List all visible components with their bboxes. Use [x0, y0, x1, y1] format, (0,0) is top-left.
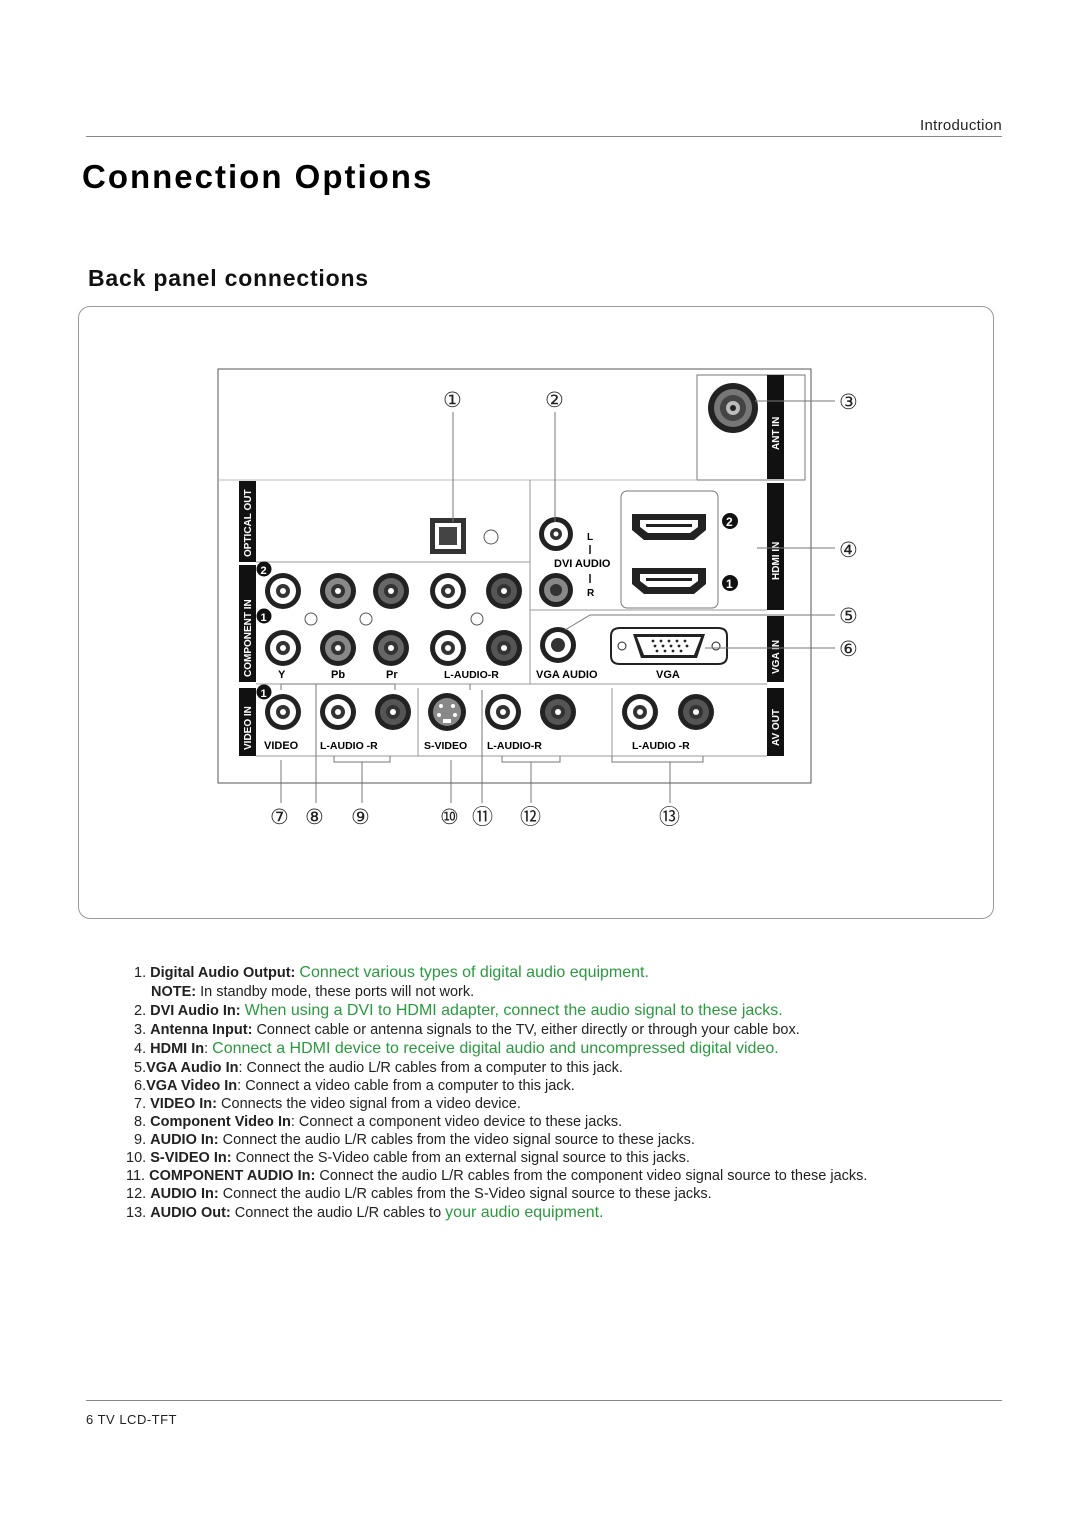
- connection-descriptions: 1. Digital Audio Output: Connect various…: [126, 963, 1014, 1223]
- desc-item-10: 10. S-VIDEO In: Connect the S-Video cabl…: [126, 1149, 1014, 1167]
- desc-num: 7.: [134, 1096, 147, 1112]
- desc-item-7: 7. VIDEO In: Connects the video signal f…: [134, 1095, 1014, 1113]
- desc-num: 10.: [126, 1150, 147, 1166]
- desc-item-2: 2. DVI Audio In: When using a DVI to HDM…: [134, 1001, 1014, 1021]
- desc-term: Digital Audio Output:: [150, 965, 296, 981]
- desc-term: VGA Audio In: [146, 1060, 239, 1076]
- header-divider: [86, 136, 1002, 137]
- desc-num: 9.: [134, 1132, 147, 1148]
- desc-item-1: 1. Digital Audio Output: Connect various…: [134, 963, 1014, 983]
- desc-term: HDMI In: [150, 1041, 205, 1057]
- page-footer: 6 TV LCD-TFT: [86, 1412, 177, 1427]
- desc-term: VGA Video In: [146, 1078, 238, 1094]
- desc-num: 13.: [126, 1205, 147, 1221]
- desc-note: NOTE: In standby mode, these ports will …: [134, 983, 1014, 1001]
- desc-term: AUDIO Out:: [150, 1205, 231, 1221]
- desc-item-9: 9. AUDIO In: Connect the audio L/R cable…: [134, 1131, 1014, 1149]
- desc-term: DVI Audio In:: [150, 1003, 241, 1019]
- desc-text: Connect cable or antenna signals to the …: [252, 1022, 800, 1038]
- desc-term: AUDIO In:: [150, 1186, 219, 1202]
- desc-text: Connects the video signal from a video d…: [217, 1096, 521, 1112]
- desc-text: : Connect the audio L/R cables from a co…: [238, 1060, 623, 1076]
- desc-item-12: 12. AUDIO In: Connect the audio L/R cabl…: [126, 1185, 1014, 1203]
- desc-num: 5.: [134, 1060, 147, 1076]
- desc-term: S-VIDEO In:: [150, 1150, 232, 1166]
- desc-num: 8.: [134, 1114, 147, 1130]
- desc-item-5: 5.VGA Audio In: Connect the audio L/R ca…: [134, 1059, 1014, 1077]
- section-label: Introduction: [920, 117, 1002, 134]
- desc-highlight: Connect various types of digital audio e…: [299, 964, 649, 981]
- desc-num: 4.: [134, 1041, 147, 1057]
- desc-item-4: 4. HDMI In: Connect a HDMI device to rec…: [134, 1039, 1014, 1059]
- figure-frame: [78, 306, 994, 919]
- desc-term: Component Video In: [150, 1114, 291, 1130]
- desc-item-6: 6.VGA Video In: Connect a video cable fr…: [134, 1077, 1014, 1095]
- desc-text: Connect the audio L/R cables from the S-…: [218, 1186, 712, 1202]
- desc-text: Connect the audio L/R cables from the co…: [315, 1168, 868, 1184]
- footer-divider: [86, 1400, 1002, 1401]
- desc-text: : Connect a component video device to th…: [290, 1114, 623, 1130]
- desc-item-11: 11. COMPONENT AUDIO In: Connect the audi…: [126, 1167, 1014, 1185]
- note-term: NOTE:: [151, 984, 197, 1000]
- desc-highlight: Connect a HDMI device to receive digital…: [212, 1040, 779, 1057]
- desc-num: 3.: [134, 1022, 147, 1038]
- desc-term: COMPONENT AUDIO In:: [149, 1168, 316, 1184]
- desc-item-13: 13. AUDIO Out: Connect the audio L/R cab…: [126, 1203, 1014, 1223]
- desc-item-3: 3. Antenna Input: Connect cable or anten…: [134, 1021, 1014, 1039]
- desc-num: 12.: [126, 1186, 147, 1202]
- desc-num: 1.: [134, 965, 147, 981]
- desc-num: 11.: [126, 1168, 146, 1184]
- desc-term: AUDIO In:: [150, 1132, 219, 1148]
- desc-text: Connect the S-Video cable from an extern…: [231, 1150, 690, 1166]
- desc-term: Antenna Input:: [150, 1022, 253, 1038]
- desc-text: Connect the audio L/R cables from the vi…: [218, 1132, 695, 1148]
- desc-num: 6.: [134, 1078, 147, 1094]
- desc-highlight: your audio equipment.: [445, 1204, 604, 1221]
- desc-num: 2.: [134, 1003, 147, 1019]
- desc-highlight: When using a DVI to HDMI adapter, connec…: [244, 1002, 783, 1019]
- desc-item-8: 8. Component Video In: Connect a compone…: [134, 1113, 1014, 1131]
- section-heading: Back panel connections: [88, 265, 369, 291]
- desc-term: VIDEO In:: [150, 1096, 217, 1112]
- desc-text: Connect the audio L/R cables to: [230, 1205, 446, 1221]
- note-text: In standby mode, these ports will not wo…: [196, 984, 475, 1000]
- desc-text: :: [204, 1041, 209, 1057]
- page-title: Connection Options: [82, 158, 434, 195]
- desc-text: : Connect a video cable from a computer …: [237, 1078, 575, 1094]
